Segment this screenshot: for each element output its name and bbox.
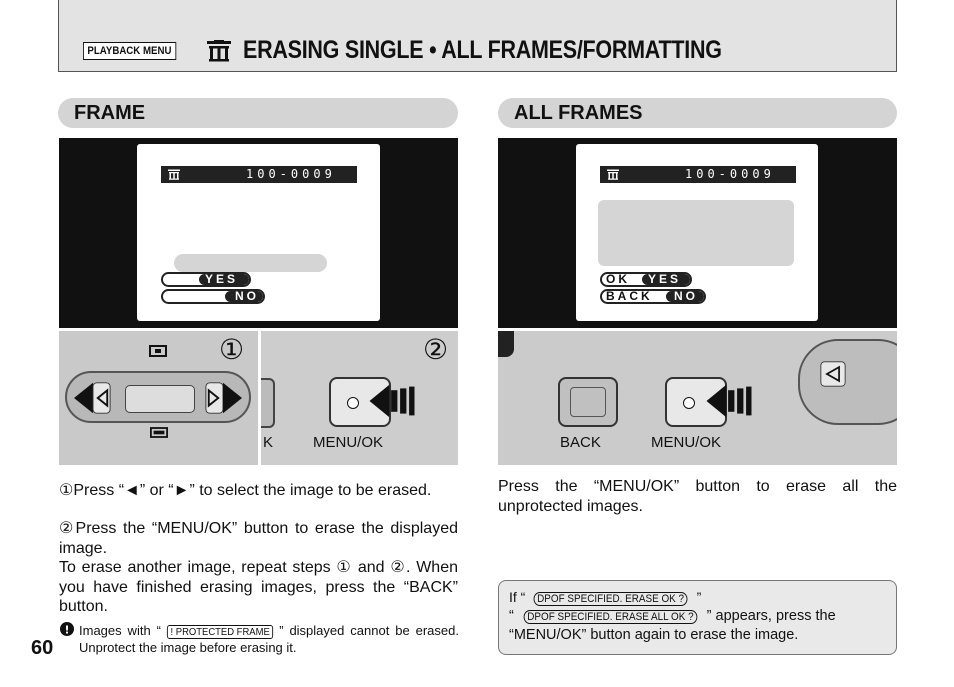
camera-edge bbox=[498, 331, 514, 357]
protected-frame-tag: ! PROTECTED FRAME bbox=[166, 625, 274, 639]
all-frames-body: Press the “MENU/OK” button to erase all … bbox=[498, 478, 897, 515]
lcd-message-box bbox=[598, 200, 794, 266]
note-icon: ! bbox=[60, 622, 74, 637]
lens-housing bbox=[798, 339, 897, 425]
frame-lcd-bar: 100-0009 bbox=[161, 166, 357, 183]
zoom-wide-icon bbox=[149, 345, 167, 357]
step1-marker: ① bbox=[219, 334, 245, 365]
page-header: PLAYBACK MENU ERASING SINGLE • ALL FRAME… bbox=[58, 0, 897, 72]
trash-icon bbox=[168, 169, 180, 180]
no-option[interactable]: NO bbox=[161, 289, 265, 304]
ok-dot bbox=[347, 397, 359, 409]
all-frames-counter: 100-0009 bbox=[685, 167, 775, 181]
all-frames-lcd-screen: 100-0009 OK YES BACK NO bbox=[576, 144, 818, 321]
svg-text:!: ! bbox=[65, 624, 70, 637]
info-line-2: “DPOF SPECIFIED. ERASE ALL OK ?” appears… bbox=[509, 608, 836, 643]
dpof-erase-ok-tag: DPOF SPECIFIED. ERASE OK ? bbox=[533, 592, 689, 606]
frame-step-2: ②Press the “MENU/OK” button to erase the… bbox=[59, 520, 458, 557]
k-label: K bbox=[263, 434, 274, 451]
left-arrow-button[interactable] bbox=[69, 379, 117, 417]
press-arrow-icon bbox=[369, 384, 415, 418]
frame-section-title: FRAME bbox=[58, 98, 458, 128]
menu-ok-label: MENU/OK bbox=[651, 434, 722, 451]
dpof-erase-all-ok-tag: DPOF SPECIFIED. ERASE ALL OK ? bbox=[523, 610, 698, 624]
menu-ok-label: MENU/OK bbox=[313, 434, 384, 451]
all-frames-lcd-bar: 100-0009 bbox=[600, 166, 796, 183]
protected-frame-note: Images with “! PROTECTED FRAME” displaye… bbox=[79, 623, 459, 655]
info-line-1: If “DPOF SPECIFIED. ERASE OK ?” bbox=[509, 589, 702, 606]
back-button-face bbox=[570, 387, 606, 417]
camera-buttons-photo-1: ① bbox=[59, 331, 258, 465]
ok-yes-option[interactable]: OK YES bbox=[600, 272, 692, 287]
lcd-message-bar bbox=[174, 254, 327, 272]
zoom-rocker[interactable] bbox=[125, 385, 195, 413]
frame-paragraph: To erase another image, repeat steps ① a… bbox=[59, 559, 458, 615]
playback-menu-badge: PLAYBACK MENU bbox=[83, 42, 176, 60]
right-arrow-button[interactable] bbox=[199, 379, 247, 417]
back-button-partial[interactable] bbox=[261, 378, 275, 428]
step2-marker: ② bbox=[423, 334, 449, 365]
dpof-info-box: If “DPOF SPECIFIED. ERASE OK ?” “DPOF SP… bbox=[498, 580, 897, 655]
yes-option[interactable]: YES bbox=[161, 272, 251, 287]
back-button[interactable] bbox=[558, 377, 618, 427]
left-arrow-button[interactable] bbox=[820, 361, 846, 387]
page-number: 60 bbox=[31, 637, 54, 659]
trash-icon bbox=[207, 40, 231, 62]
page-title: ERASING SINGLE • ALL FRAMES/FORMATTING bbox=[243, 36, 722, 64]
back-no-option[interactable]: BACK NO bbox=[600, 289, 706, 304]
frame-lcd-screen: 100-0009 YES NO bbox=[137, 144, 380, 321]
all-frames-lcd-panel: 100-0009 OK YES BACK NO bbox=[498, 138, 897, 328]
ok-dot bbox=[683, 397, 695, 409]
camera-buttons-photo-3: BACK MENU/OK bbox=[498, 331, 897, 465]
zoom-tele-icon bbox=[150, 427, 168, 438]
frame-step-1: ①Press “◄” or “►” to select the image to… bbox=[59, 482, 432, 499]
all-frames-section-title: ALL FRAMES bbox=[498, 98, 897, 128]
trash-icon bbox=[607, 169, 619, 180]
press-arrow-icon bbox=[706, 384, 752, 418]
frame-counter: 100-0009 bbox=[246, 167, 336, 181]
camera-buttons-photo-2: K MENU/OK ② bbox=[261, 331, 458, 465]
back-label: BACK bbox=[560, 434, 601, 451]
frame-lcd-panel: 100-0009 YES NO bbox=[59, 138, 458, 328]
